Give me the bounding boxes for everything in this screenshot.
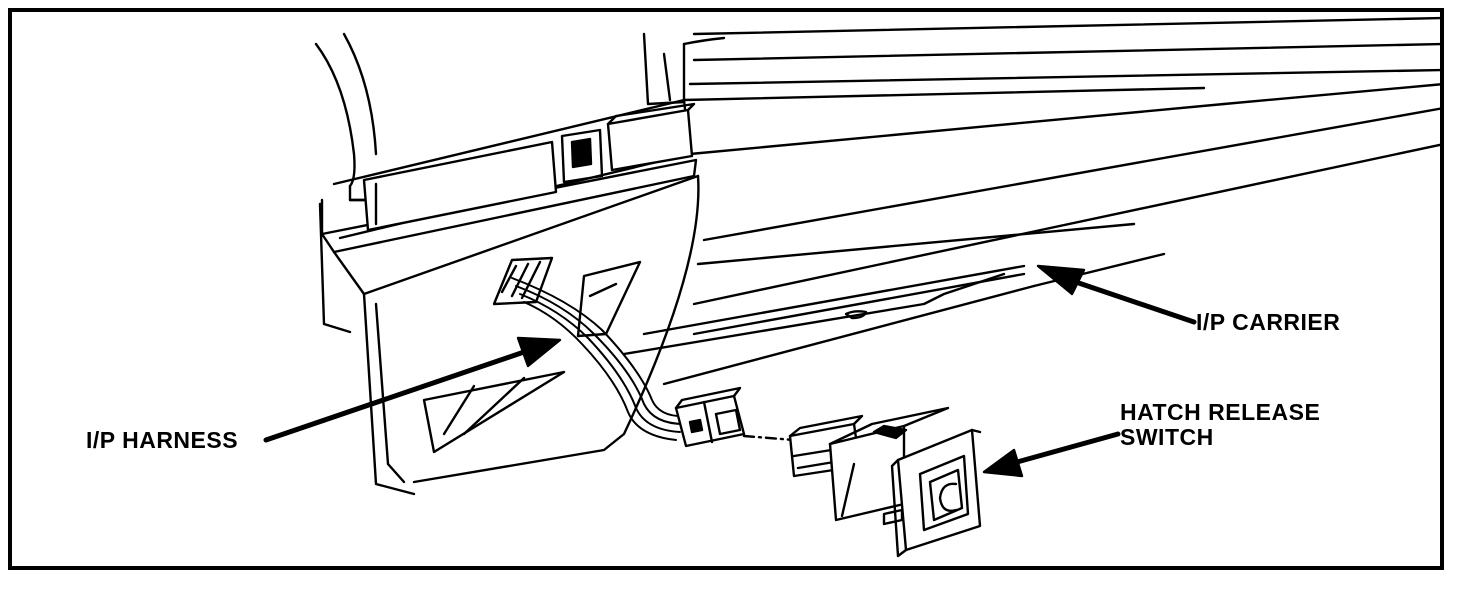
arrow-ip-harness — [263, 336, 562, 443]
hatch-release-switch-label-line1: HATCH RELEASE — [1120, 399, 1321, 425]
hatch-release-switch — [788, 406, 982, 558]
ip-carrier-label: I/P CARRIER — [1196, 309, 1341, 335]
console-face-panel — [318, 158, 700, 496]
hatch-release-switch-label-line2: SWITCH — [1120, 424, 1214, 450]
ip-harness-label: I/P HARNESS — [86, 427, 239, 453]
callout-arrows — [263, 264, 1197, 478]
upper-face-cutouts — [362, 102, 696, 232]
ip-carrier-illustration — [263, 16, 1440, 558]
alignment-line — [742, 434, 796, 442]
carrier-body — [622, 83, 1440, 386]
diagram-frame — [8, 8, 1444, 570]
ip-harness-wires — [511, 277, 689, 441]
carrier-upper-trim — [332, 16, 1440, 240]
arrow-hatch-release-switch — [982, 431, 1121, 478]
hatch-release-switch-label: HATCH RELEASE SWITCH — [1120, 400, 1320, 450]
arrow-ip-carrier — [1036, 264, 1197, 325]
harness-connector — [674, 386, 746, 448]
